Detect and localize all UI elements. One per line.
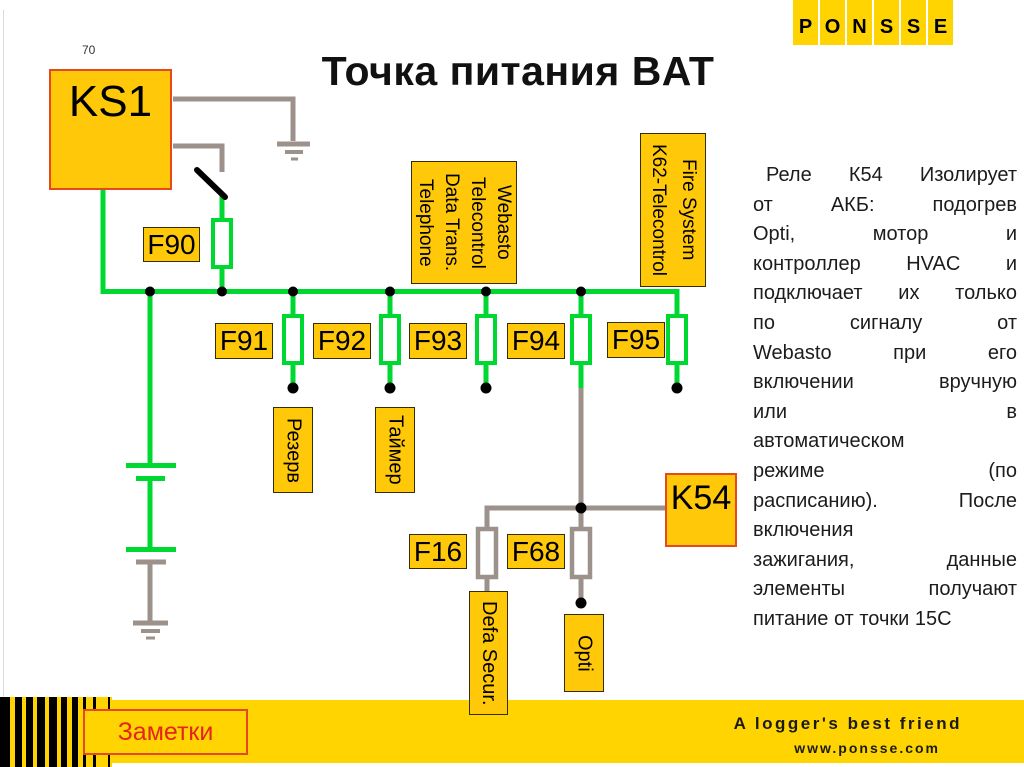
- fuse-label-f68: F68: [507, 534, 565, 569]
- logo-tile: E: [928, 0, 953, 45]
- description-line: элементы получают: [753, 578, 1017, 601]
- page-number: 70: [82, 43, 96, 57]
- description-line: от АКБ: подогрев: [753, 193, 1017, 216]
- stripe: [0, 697, 10, 767]
- label-fire-system: Fire System K62-Telecontrol: [640, 133, 706, 287]
- fuse-label-f90: F90: [143, 227, 200, 262]
- footer-website-link[interactable]: www.ponsse.com: [794, 740, 940, 756]
- description-line: включения: [753, 519, 854, 542]
- relay-switch-contact: [194, 167, 228, 200]
- fuse-label-f93: F93: [409, 323, 467, 359]
- description-text: Реле К54 Изолирует от АКБ: подогрев Opti…: [753, 161, 1017, 635]
- description-line: автоматическом: [753, 430, 905, 453]
- relay-ks1-box: KS1: [49, 69, 172, 190]
- description-line: или в: [753, 400, 1017, 423]
- ground-symbol-bottom: [133, 620, 168, 640]
- stripe: [61, 697, 67, 767]
- fuse-label-f92: F92: [313, 323, 371, 359]
- logo-tile: S: [901, 0, 926, 45]
- slide-title: Точка питания BAT: [321, 48, 715, 94]
- description-line: зажигания, данные: [753, 548, 1017, 571]
- label-opti: Opti: [564, 614, 604, 692]
- fuse-f92-element: [379, 314, 401, 365]
- relay-k54-box: K54: [665, 473, 737, 547]
- label-timer: Таймер: [375, 407, 415, 493]
- slide-edge-divider: [3, 10, 4, 698]
- stripe: [49, 697, 57, 767]
- description-line: по сигналу от: [753, 311, 1017, 334]
- fuse-elements: [211, 218, 688, 580]
- ground-symbol-top: [277, 141, 310, 161]
- footer-tagline: A logger's best friend: [733, 714, 962, 733]
- fuse-f95-element: [666, 314, 688, 365]
- junction-dots: [145, 286, 683, 609]
- description-line: режиме (по: [753, 459, 1017, 482]
- description-line: питание от точки 15C: [753, 607, 952, 630]
- description-line: контроллер HVAC и: [753, 252, 1017, 275]
- logo-tile: N: [847, 0, 872, 45]
- label-webasto-telecontrol: Webasto Telecontrol Data Trans. Telephon…: [411, 161, 517, 284]
- fuse-f68-element: [569, 526, 593, 580]
- battery-symbol: [126, 463, 176, 552]
- fuse-label-f95: F95: [607, 322, 665, 358]
- notes-button[interactable]: Заметки: [83, 709, 248, 755]
- logo-tile: O: [820, 0, 845, 45]
- description-line: подключает их только: [753, 282, 1017, 305]
- stripe: [37, 697, 45, 767]
- fuse-label-f94: F94: [507, 323, 565, 359]
- description-line: включении вручную: [753, 371, 1017, 394]
- stripe: [26, 697, 33, 767]
- ponsse-logo: P O N S S E: [793, 0, 953, 45]
- logo-tile: S: [874, 0, 899, 45]
- description-line: Реле К54 Изолирует: [766, 164, 1017, 186]
- label-reserve: Резерв: [273, 407, 313, 493]
- fuse-label-f16: F16: [409, 534, 467, 569]
- logo-tile: P: [793, 0, 818, 45]
- fuse-f16-element: [475, 526, 499, 580]
- fuse-f94-element: [570, 314, 592, 365]
- description-line: Opti, мотор и: [753, 223, 1017, 246]
- stripe: [72, 697, 78, 767]
- stripe: [15, 697, 22, 767]
- label-defa-secur: Defa Secur.: [469, 591, 508, 715]
- description-line: расписанию). После: [753, 489, 1017, 512]
- fuse-f93-element: [475, 314, 497, 365]
- fuse-label-f91: F91: [215, 323, 273, 359]
- description-line: Webasto при его: [753, 341, 1017, 364]
- fuse-f91-element: [282, 314, 304, 365]
- fuse-f90-element: [211, 218, 233, 269]
